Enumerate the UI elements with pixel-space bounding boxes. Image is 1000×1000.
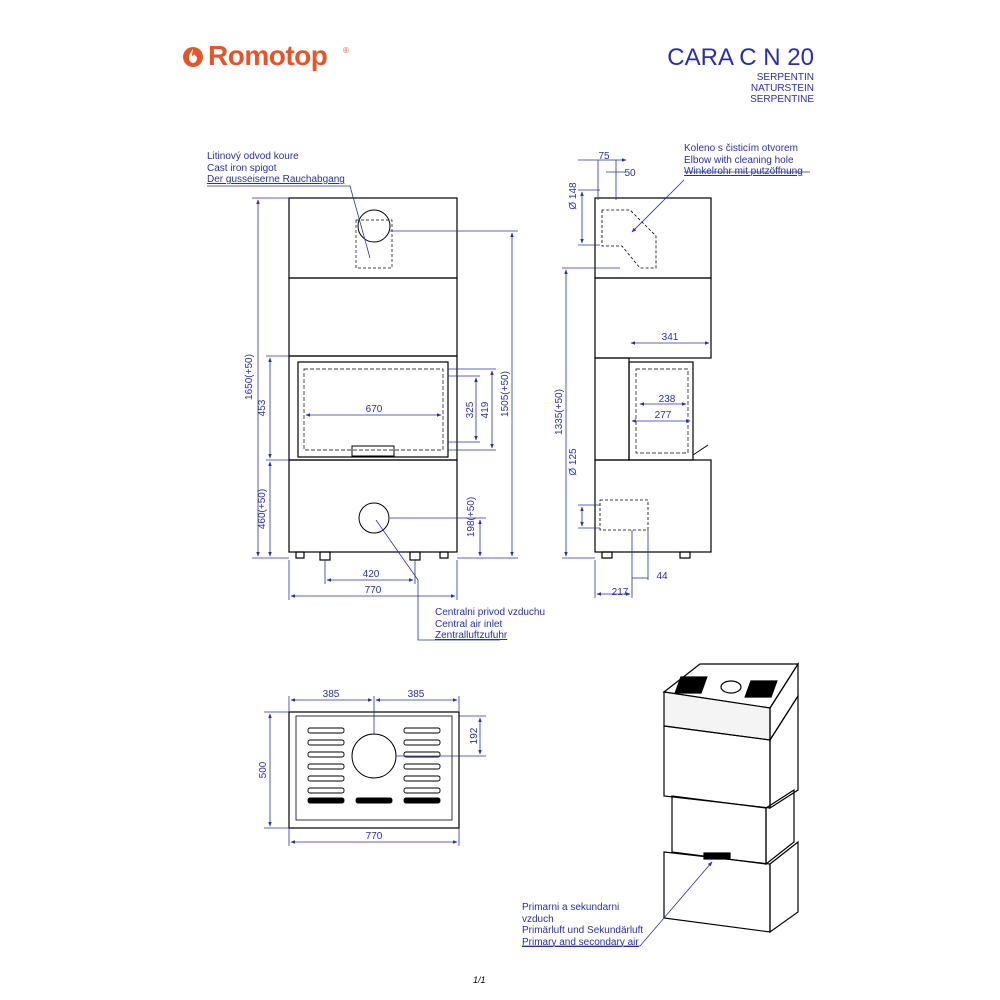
- callout-primary-air: Primarni a sekundarni vzduch Primärluft …: [522, 902, 644, 948]
- iso-upper-front: [663, 725, 771, 809]
- variant-2: NATURSTEIN: [750, 83, 814, 94]
- dim-front-width: 770: [365, 585, 382, 596]
- iso-glass-side: [765, 788, 795, 866]
- top-dim-labels: 385 385 500 192 770: [258, 689, 480, 842]
- front-glass-dashed: [303, 368, 444, 451]
- callout-elbow: Koleno s čisticím otvorem Elbow with cle…: [684, 143, 803, 177]
- variant-1: SERPENTIN: [756, 72, 814, 83]
- dim-side-glass-outer: 238: [659, 394, 676, 405]
- dim-glass-width: 670: [366, 404, 383, 415]
- side-glass-dashed: [635, 368, 689, 454]
- variant-3: SERPENTINE: [750, 94, 814, 105]
- front-spigot-hidden: [355, 219, 393, 269]
- dim-side-spigot-diameter: Ø 148: [568, 182, 579, 210]
- top-dimensions: [264, 696, 486, 846]
- dim-feet-spacing: 420: [363, 569, 380, 580]
- iso-top-spigot: [720, 680, 742, 694]
- registered-mark: ®: [343, 46, 349, 55]
- dim-side-glass-inner: 277: [655, 410, 672, 421]
- front-foot-2: [319, 551, 331, 561]
- front-foot-3: [409, 551, 421, 561]
- flame-drop-icon: [183, 47, 203, 67]
- dim-total-height: 1650(+50): [244, 354, 255, 400]
- iso-top-grille-right: [744, 680, 778, 698]
- side-lever: [692, 444, 709, 456]
- top-vent-slots: [307, 727, 441, 804]
- front-door-inner: [297, 361, 449, 458]
- dim-top-spigot-offset: 192: [469, 727, 480, 744]
- dim-top-total-width: 770: [366, 831, 383, 842]
- dim-side-inlet-offset: 217: [612, 587, 629, 598]
- top-spigot-circle: [351, 733, 397, 779]
- dim-top-half-right: 385: [408, 689, 425, 700]
- iso-handle: [703, 852, 731, 860]
- side-foot-2: [679, 551, 691, 559]
- isometric-view: [662, 661, 800, 934]
- brand-name: Romotop: [208, 40, 328, 71]
- dim-side-connection-height: 1335(+50): [554, 389, 565, 435]
- front-base-panel: [288, 459, 458, 553]
- front-dim-labels: 1650(+50) 453 460(+50) 1505(+50) 419 325…: [244, 354, 511, 596]
- side-dim-labels: 75 50 Ø 148 1335(+50) Ø 125 341 238 277 …: [554, 151, 679, 598]
- dim-spigot-height: 1505(+50): [500, 371, 511, 417]
- model-name: CARA C N 20: [667, 44, 814, 71]
- dim-side-inlet-diameter: Ø 125: [568, 448, 579, 476]
- side-base-panel: [594, 459, 712, 553]
- iso-base-side: [769, 840, 799, 934]
- side-left-post: [594, 357, 630, 461]
- dim-side-top-depth: 341: [662, 332, 679, 343]
- front-mid-panel: [288, 277, 458, 357]
- dim-side-spigot-offset: 75: [598, 151, 610, 162]
- dim-top-half-left: 385: [323, 689, 340, 700]
- dim-glass-outer: 419: [480, 401, 491, 418]
- page-number: 1/1: [473, 975, 486, 985]
- iso-leader: [522, 861, 713, 947]
- dim-door-height: 453: [257, 399, 268, 416]
- side-elbow-hidden: [601, 209, 657, 269]
- front-dimensions: [207, 185, 518, 641]
- iso-upper-side: [769, 693, 799, 810]
- dim-side-spigot-wall: 50: [624, 168, 636, 179]
- side-view: [594, 197, 712, 559]
- callout-central-air: Centralni privod vzduchu Central air inl…: [435, 607, 546, 641]
- side-dimensions: [562, 158, 810, 598]
- front-handle: [351, 445, 395, 457]
- title-block: CARA C N 20 SERPENTIN NATURSTEIN SERPENT…: [667, 44, 814, 105]
- front-foot-4: [439, 551, 449, 559]
- side-foot-1: [601, 551, 613, 559]
- dim-air-inlet-height: 198(+50): [466, 497, 477, 537]
- dim-side-inlet-wall: 44: [656, 571, 668, 582]
- side-inlet-hidden: [599, 499, 649, 531]
- iso-base-front: [663, 851, 771, 933]
- callout-spigot: Litinový odvod koure Cast iron spigot De…: [207, 151, 345, 185]
- dim-top-depth: 500: [258, 761, 269, 778]
- dim-base-height: 460(+50): [257, 489, 268, 529]
- dim-glass-inner: 325: [465, 401, 476, 418]
- front-foot-1: [295, 551, 305, 559]
- front-view: [288, 197, 458, 561]
- front-spigot-circle: [357, 209, 391, 243]
- iso-top-grille-left: [674, 676, 708, 694]
- front-air-inlet-circle: [358, 502, 390, 534]
- side-mid-panel: [594, 277, 712, 359]
